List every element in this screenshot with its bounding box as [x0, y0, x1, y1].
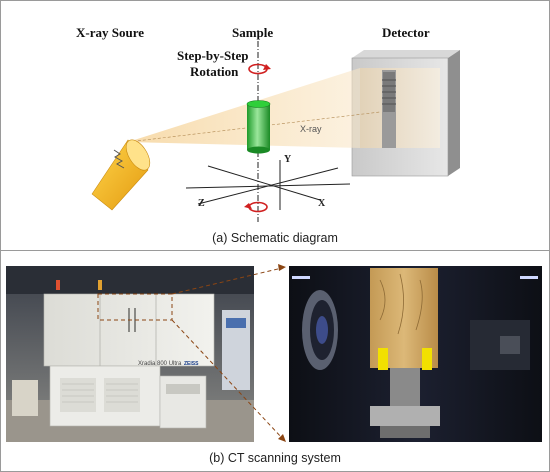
specimen-projection	[382, 70, 396, 148]
panel-b-caption: (b) CT scanning system	[209, 451, 341, 465]
axis-z-label: Z	[198, 198, 205, 209]
callout-lines	[171, 264, 286, 442]
schematic-diagram: X-ray Y X Z	[91, 30, 460, 222]
axis-x-label: X	[318, 198, 326, 209]
rotation-label-line2: Rotation	[190, 64, 239, 79]
xray-beam	[128, 68, 360, 148]
ct-machine-photo	[6, 266, 254, 442]
axis-y-label: Y	[284, 154, 292, 165]
panel-a-caption: (a) Schematic diagram	[212, 231, 338, 245]
rotation-label-line1: Step-by-Step	[177, 48, 249, 63]
rotation-arrow-top-icon	[248, 63, 271, 75]
source-label: X-ray Soure	[76, 25, 145, 40]
sample-cylinder	[246, 100, 271, 154]
panel-divider	[0, 250, 550, 251]
rotation-arrow-bottom-icon	[244, 201, 268, 213]
detector-panel	[351, 50, 460, 177]
machine-maker-label: ZEISS	[184, 361, 199, 367]
xray-source	[91, 139, 151, 211]
scan-chamber-photo	[289, 266, 542, 442]
detector-label: Detector	[382, 25, 430, 40]
machine-brand-label: Xradia 800 Ultra	[138, 361, 182, 367]
sample-label: Sample	[232, 25, 274, 40]
ct-scanning-photos	[6, 264, 542, 442]
beam-label: X-ray	[300, 124, 322, 134]
coordinate-axes	[185, 160, 351, 210]
